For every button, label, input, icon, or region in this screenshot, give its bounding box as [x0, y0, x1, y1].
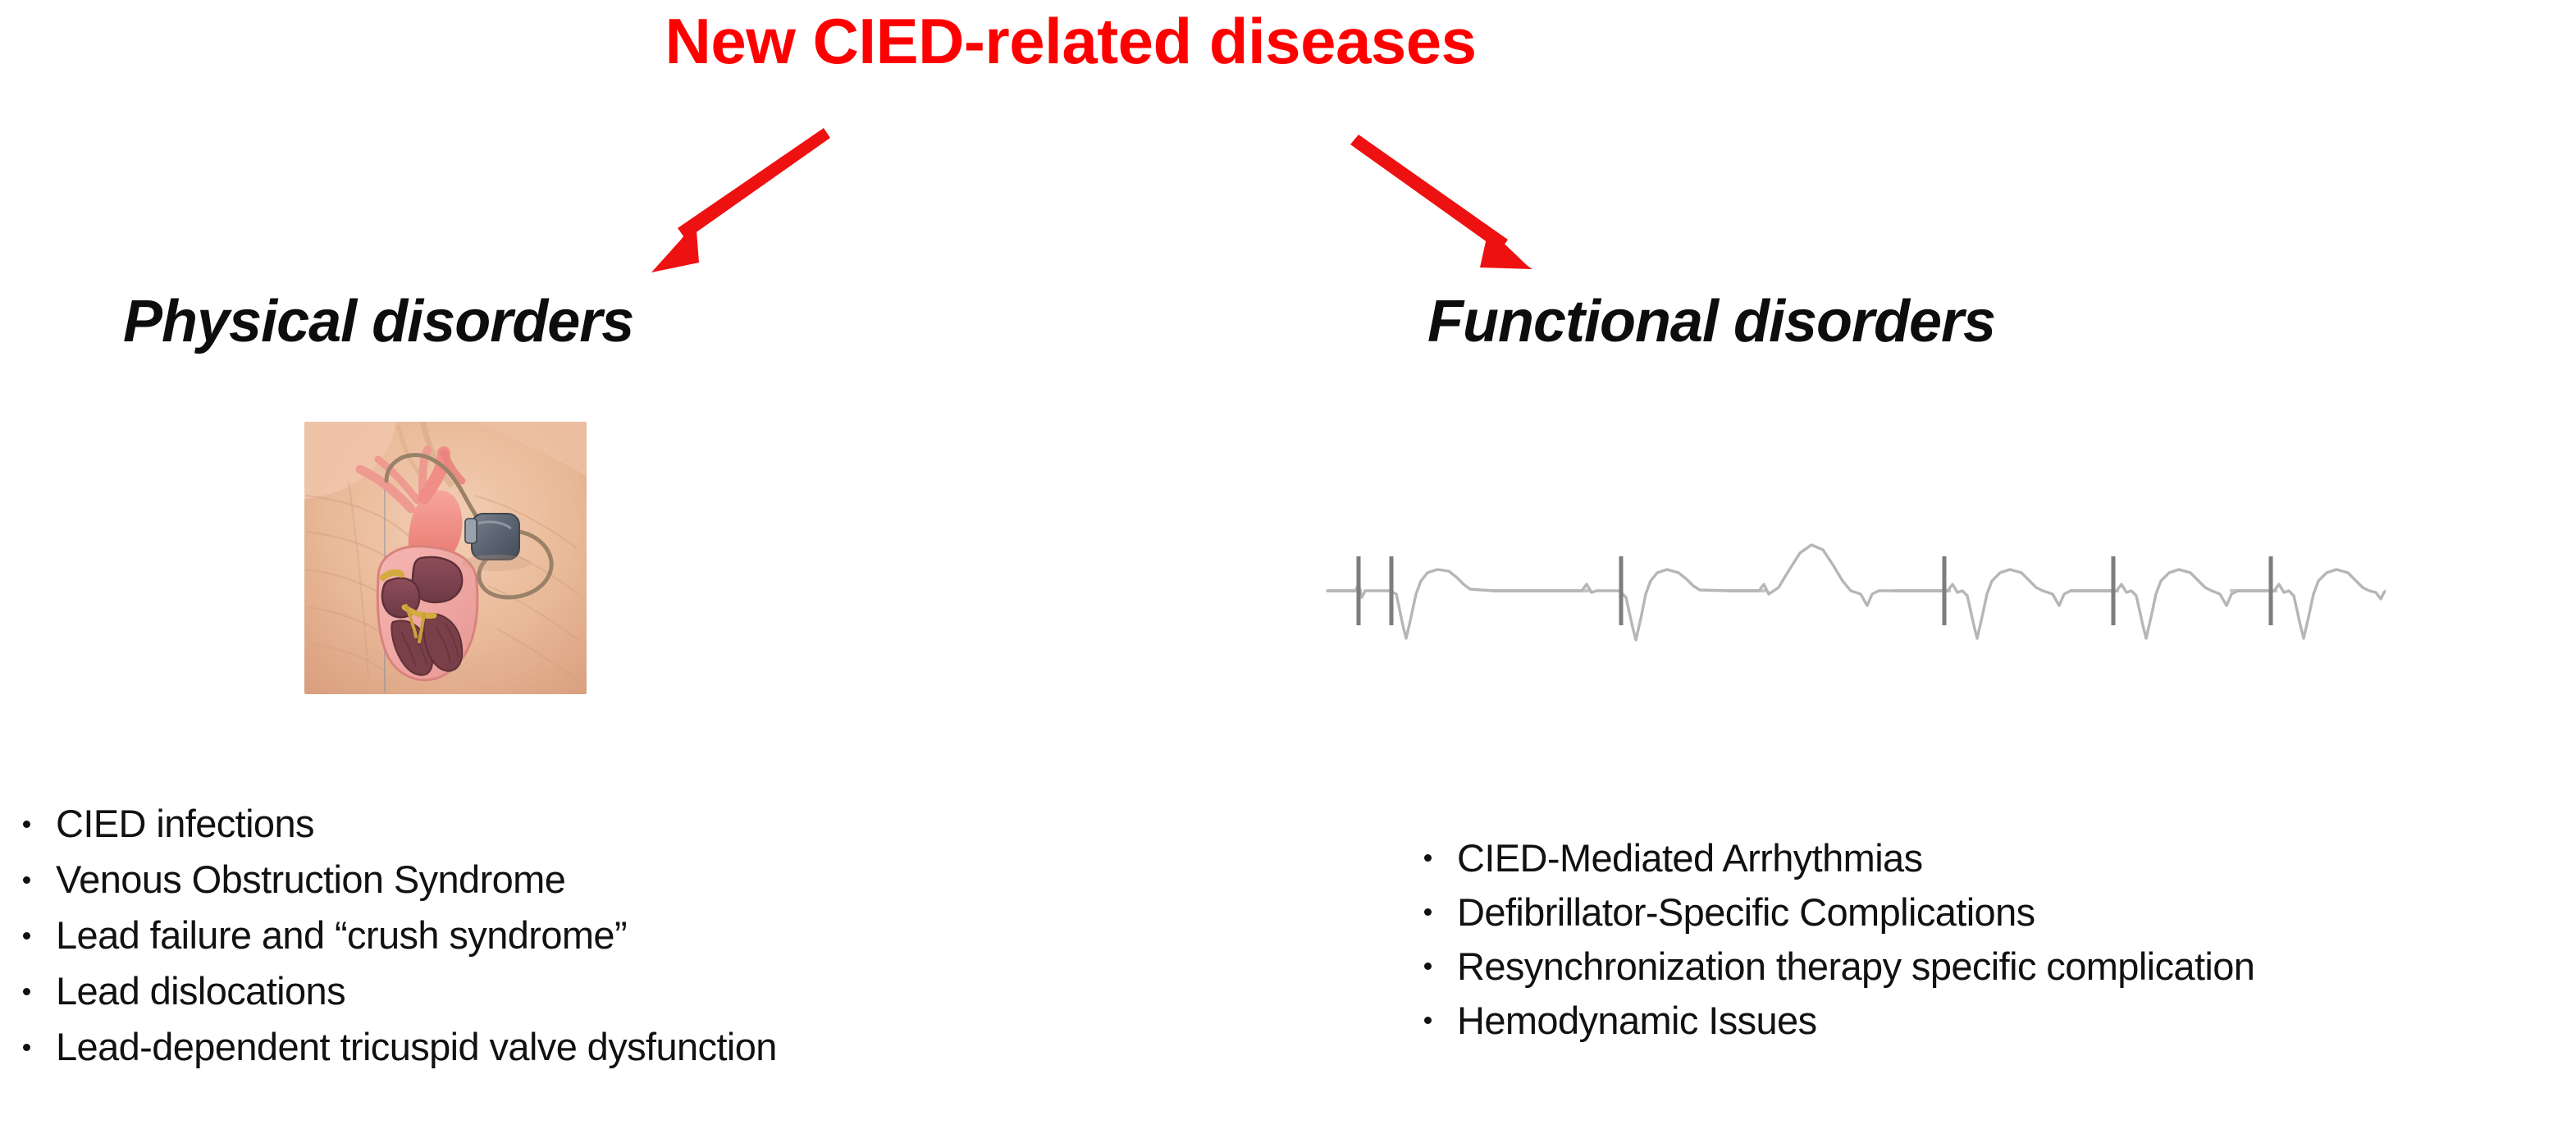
list-item-label: Resynchronization therapy specific compl…	[1457, 944, 2255, 988]
bullet-dot-icon	[1424, 908, 1432, 916]
list-item-label: Lead-dependent tricuspid valve dysfuncti…	[56, 1025, 777, 1068]
list-item: Lead failure and “crush syndrome”	[8, 908, 1239, 963]
bullet-list-functional-disorders: CIED-Mediated Arrhythmias Defibrillator-…	[1409, 830, 2576, 1047]
column-heading-functional-disorders: Functional disorders	[1427, 289, 1996, 354]
list-item-label: Hemodynamic Issues	[1457, 999, 1817, 1042]
list-item-label: Lead dislocations	[56, 969, 346, 1013]
list-item: CIED-Mediated Arrhythmias	[1409, 830, 2576, 885]
list-item: Venous Obstruction Syndrome	[8, 852, 1239, 908]
arrow-to-physical-disorders	[623, 123, 870, 304]
bullet-dot-icon	[23, 1044, 30, 1051]
list-item: Defibrillator-Specific Complications	[1409, 885, 2576, 939]
list-item-label: CIED infections	[56, 802, 315, 845]
list-item: Hemodynamic Issues	[1409, 993, 2576, 1047]
bullet-dot-icon	[23, 876, 30, 884]
bullet-dot-icon	[1424, 1017, 1432, 1024]
list-item: CIED infections	[8, 796, 1239, 852]
bullet-dot-icon	[1424, 963, 1432, 970]
list-item: Lead dislocations	[8, 963, 1239, 1019]
list-item: Resynchronization therapy specific compl…	[1409, 939, 2576, 993]
list-item: Lead-dependent tricuspid valve dysfuncti…	[8, 1019, 1239, 1075]
list-item-label: Lead failure and “crush syndrome”	[56, 913, 628, 957]
paced-ecg-rhythm-strip	[1319, 502, 2386, 650]
bullet-dot-icon	[23, 821, 30, 828]
bullet-dot-icon	[23, 932, 30, 940]
bullet-dot-icon	[23, 988, 30, 995]
list-item-label: Defibrillator-Specific Complications	[1457, 890, 2035, 934]
arrow-to-functional-disorders	[1296, 115, 1575, 295]
bullet-dot-icon	[1424, 854, 1432, 862]
page-title: New CIED-related diseases	[0, 3, 2576, 79]
list-item-label: Venous Obstruction Syndrome	[56, 857, 566, 901]
page-title-text: New CIED-related diseases	[665, 5, 1477, 77]
pacemaker-implant-illustration	[299, 417, 591, 706]
column-heading-physical-disorders: Physical disorders	[123, 289, 634, 354]
bullet-list-physical-disorders: CIED infections Venous Obstruction Syndr…	[0, 796, 1239, 1075]
list-item-label: CIED-Mediated Arrhythmias	[1457, 836, 1923, 880]
